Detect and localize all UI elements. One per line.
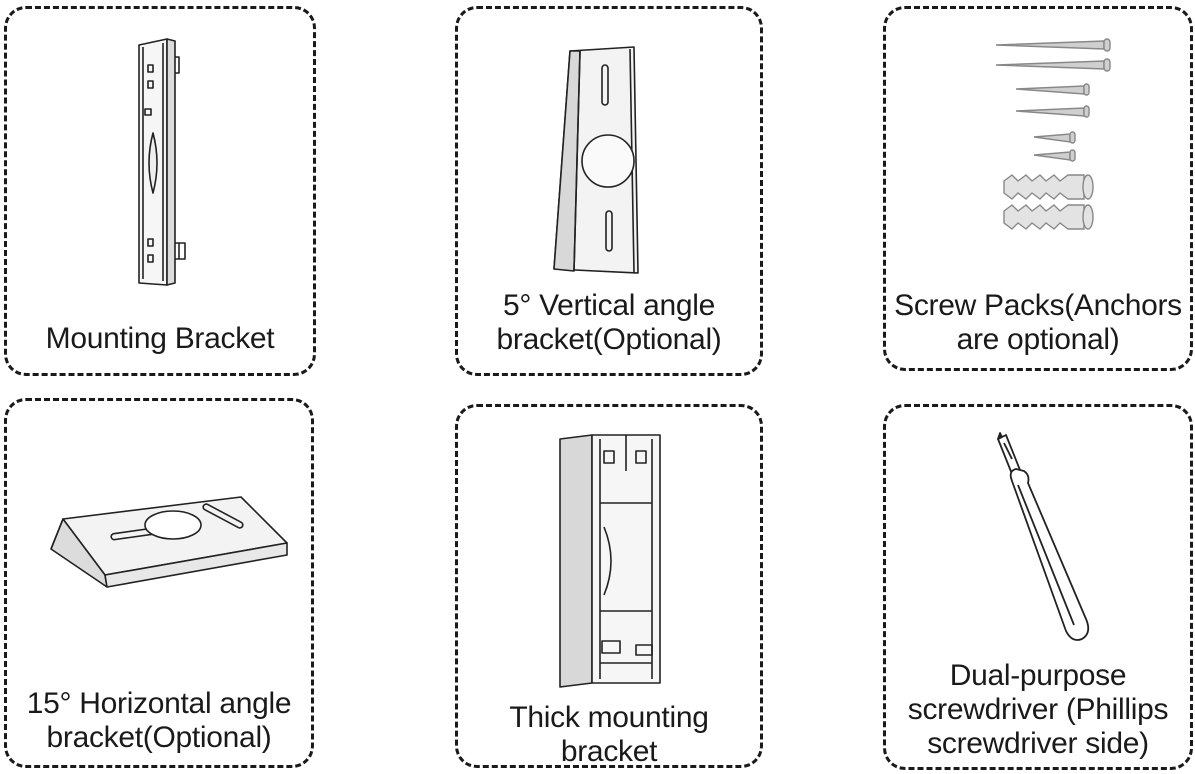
horizontal-angle-bracket-illustration	[50, 496, 288, 588]
vertical-angle-bracket-illustration	[553, 46, 639, 274]
caption-line: Mounting Bracket	[45, 322, 275, 355]
caption-line: Screw Packs(Anchors	[894, 289, 1182, 322]
caption-horizontal-angle-bracket: 15° Horizontal angle bracket(Optional)	[7, 687, 311, 755]
caption-screwdriver: Dual-purpose screwdriver (Phillips screw…	[886, 659, 1190, 761]
item-card-vertical-angle-bracket: 5° Vertical angle bracket(Optional)	[455, 6, 763, 376]
caption-line: Thick mounting	[509, 701, 709, 734]
caption-vertical-angle-bracket: 5° Vertical angle bracket(Optional)	[458, 289, 760, 357]
item-card-screw-packs: Screw Packs(Anchors are optional)	[883, 6, 1193, 371]
caption-line: bracket(Optional)	[496, 323, 722, 356]
caption-thick-mounting-bracket: Thick mounting bracket	[458, 701, 760, 769]
item-card-horizontal-angle-bracket: 15° Horizontal angle bracket(Optional)	[4, 398, 314, 768]
item-card-mounting-bracket: Mounting Bracket	[4, 6, 316, 376]
caption-line: screwdriver (Phillips	[907, 693, 1169, 726]
thick-mounting-bracket-illustration	[559, 434, 661, 688]
caption-line: 5° Vertical angle	[502, 289, 716, 322]
mounting-bracket-illustration	[138, 38, 186, 286]
caption-line: bracket	[560, 735, 658, 768]
screwdriver-illustration	[997, 432, 1090, 641]
item-card-thick-mounting-bracket: Thick mounting bracket	[455, 404, 763, 768]
item-card-screwdriver: Dual-purpose screwdriver (Phillips screw…	[883, 404, 1193, 770]
caption-line: screwdriver side)	[927, 727, 1149, 760]
caption-screw-packs: Screw Packs(Anchors are optional)	[886, 289, 1190, 357]
screw-pack-illustration	[995, 38, 1111, 230]
caption-line: bracket(Optional)	[46, 721, 272, 754]
caption-line: are optional)	[956, 323, 1120, 356]
caption-line: Dual-purpose	[949, 659, 1127, 692]
caption-mounting-bracket: Mounting Bracket	[7, 322, 313, 356]
caption-line: 15° Horizontal angle	[26, 687, 292, 720]
